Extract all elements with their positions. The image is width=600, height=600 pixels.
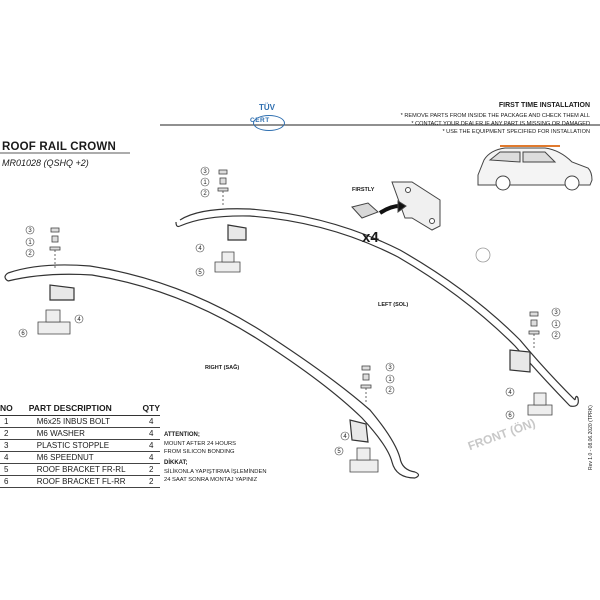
left-roof-rail (175, 208, 579, 407)
tuv-logo-ring (253, 115, 285, 131)
bracket-6-front (37, 309, 71, 335)
attention-note: ATTENTION; MOUNT AFTER 24 HOURS FROM SIL… (164, 431, 236, 457)
row-desc: PLASTIC STOPPLE (28, 439, 143, 452)
fastener-stack-rear-left (217, 169, 229, 205)
table-row: 2 M6 WASHER 4 (0, 427, 160, 440)
table-row: 4 M6 SPEEDNUT 4 (0, 451, 160, 464)
first-time-installation-title: FIRST TIME INSTALLATION (498, 102, 590, 109)
row-qty: 4 (142, 415, 160, 428)
product-code: MR01028 (QSHQ +2) (2, 158, 89, 168)
row-qty: 4 (142, 439, 160, 452)
row-no: 3 (0, 439, 29, 452)
right-rail-label: RIGHT (SAĞ) (205, 365, 240, 371)
callout-5: 5 (337, 449, 341, 455)
table-header-row: NO PART DESCRIPTION QTY (0, 403, 160, 416)
callout-3: 3 (203, 169, 207, 175)
product-title: ROOF RAIL CROWN (2, 141, 116, 153)
fastener-stack-front-right (360, 365, 372, 402)
row-qty: 4 (142, 451, 160, 464)
quantity-multiplier: x4 (362, 229, 379, 246)
row-no: 6 (0, 475, 29, 488)
callout-6: 6 (508, 413, 512, 419)
row-no: 4 (0, 451, 29, 464)
callouts: 3 1 2 4 5 3 1 2 4 6 3 1 2 4 6 3 1 2 4 5 (18, 166, 561, 456)
car-icon (477, 145, 593, 191)
row-qty: 4 (142, 427, 160, 440)
col-qty: QTY (142, 403, 160, 416)
instruction-line: * USE THE EQUIPMENT SPECIFIED FOR INSTAL… (442, 129, 590, 135)
bracket-5-rear (214, 251, 241, 273)
fastener-stack-rear-right (528, 311, 540, 348)
table-row: 3 PLASTIC STOPPLE 4 (0, 439, 160, 452)
table-row: 5 ROOF BRACKET FR-RL 2 (0, 463, 160, 476)
firstly-bracket-illustration (351, 181, 441, 231)
right-roof-rail (4, 264, 420, 479)
callout-3: 3 (554, 310, 558, 316)
callout-5: 5 (198, 270, 202, 276)
row-desc: M6 WASHER (28, 427, 143, 440)
tuv-cert-logo: TÜV CERT (247, 103, 293, 133)
callout-6: 6 (21, 331, 25, 337)
callout-1: 1 (28, 240, 32, 246)
callout-2: 2 (203, 191, 207, 197)
callout-2: 2 (388, 388, 392, 394)
row-qty: 2 (142, 463, 160, 476)
attention-note-tr: DİKKAT; SİLİKONLA YAPIŞTIRMA İŞLEMİNDEN … (164, 459, 267, 485)
callout-1: 1 (388, 377, 392, 383)
instruction-line: * REMOVE PARTS FROM INSIDE THE PACKAGE A… (400, 113, 590, 119)
callout-2: 2 (28, 251, 32, 257)
row-no: 1 (0, 415, 29, 428)
col-desc: PART DESCRIPTION (28, 403, 143, 416)
row-desc: M6x25 INBUS BOLT (28, 415, 143, 428)
table-row: 1 M6x25 INBUS BOLT 4 (0, 415, 160, 428)
bracket-5-front-right (349, 447, 379, 473)
row-desc: ROOF BRACKET FR-RL (28, 463, 143, 476)
callout-3: 3 (28, 228, 32, 234)
callout-4: 4 (77, 317, 81, 323)
row-desc: M6 SPEEDNUT (28, 451, 143, 464)
left-rail-label: LEFT (SOL) (378, 302, 409, 308)
revision-label: Rev 1.0 - 08.06.2020 (TPRK) (588, 405, 594, 470)
attention-line-tr: SİLİKONLA YAPIŞTIRMA İŞLEMİNDEN (164, 468, 267, 475)
fastener-stack-front-left (49, 227, 61, 268)
callout-4: 4 (198, 246, 202, 252)
callout-2: 2 (554, 333, 558, 339)
callout-4: 4 (508, 390, 512, 396)
attention-line-tr: 24 SAAT SONRA MONTAJ YAPINIZ (164, 477, 258, 483)
bracket-6-rear-right (527, 392, 553, 416)
marker-circle (475, 247, 491, 263)
row-no: 2 (0, 427, 29, 440)
tuv-logo-sub: CERT (250, 117, 270, 124)
instruction-line: * CONTACT YOUR DEALER IF ANY PART IS MIS… (411, 121, 590, 127)
callout-4: 4 (343, 434, 347, 440)
table-row: 6 ROOF BRACKET FL-RR 2 (0, 475, 160, 488)
parts-table: NO PART DESCRIPTION QTY 1 M6x25 INBUS BO… (0, 403, 160, 488)
attention-title-tr: DİKKAT; (164, 460, 188, 466)
callout-1: 1 (554, 322, 558, 328)
row-desc: ROOF BRACKET FL-RR (28, 475, 143, 488)
attention-title: ATTENTION; (164, 432, 200, 438)
tuv-logo-text: TÜV (259, 103, 275, 112)
callout-1: 1 (203, 180, 207, 186)
row-qty: 2 (142, 475, 160, 488)
row-no: 5 (0, 463, 29, 476)
col-no: NO (0, 403, 29, 416)
firstly-label: FIRSTLY (352, 187, 375, 193)
attention-line: MOUNT AFTER 24 HOURS (164, 440, 237, 447)
callout-3: 3 (388, 365, 392, 371)
attention-line: FROM SILICON BONDING (164, 449, 235, 455)
